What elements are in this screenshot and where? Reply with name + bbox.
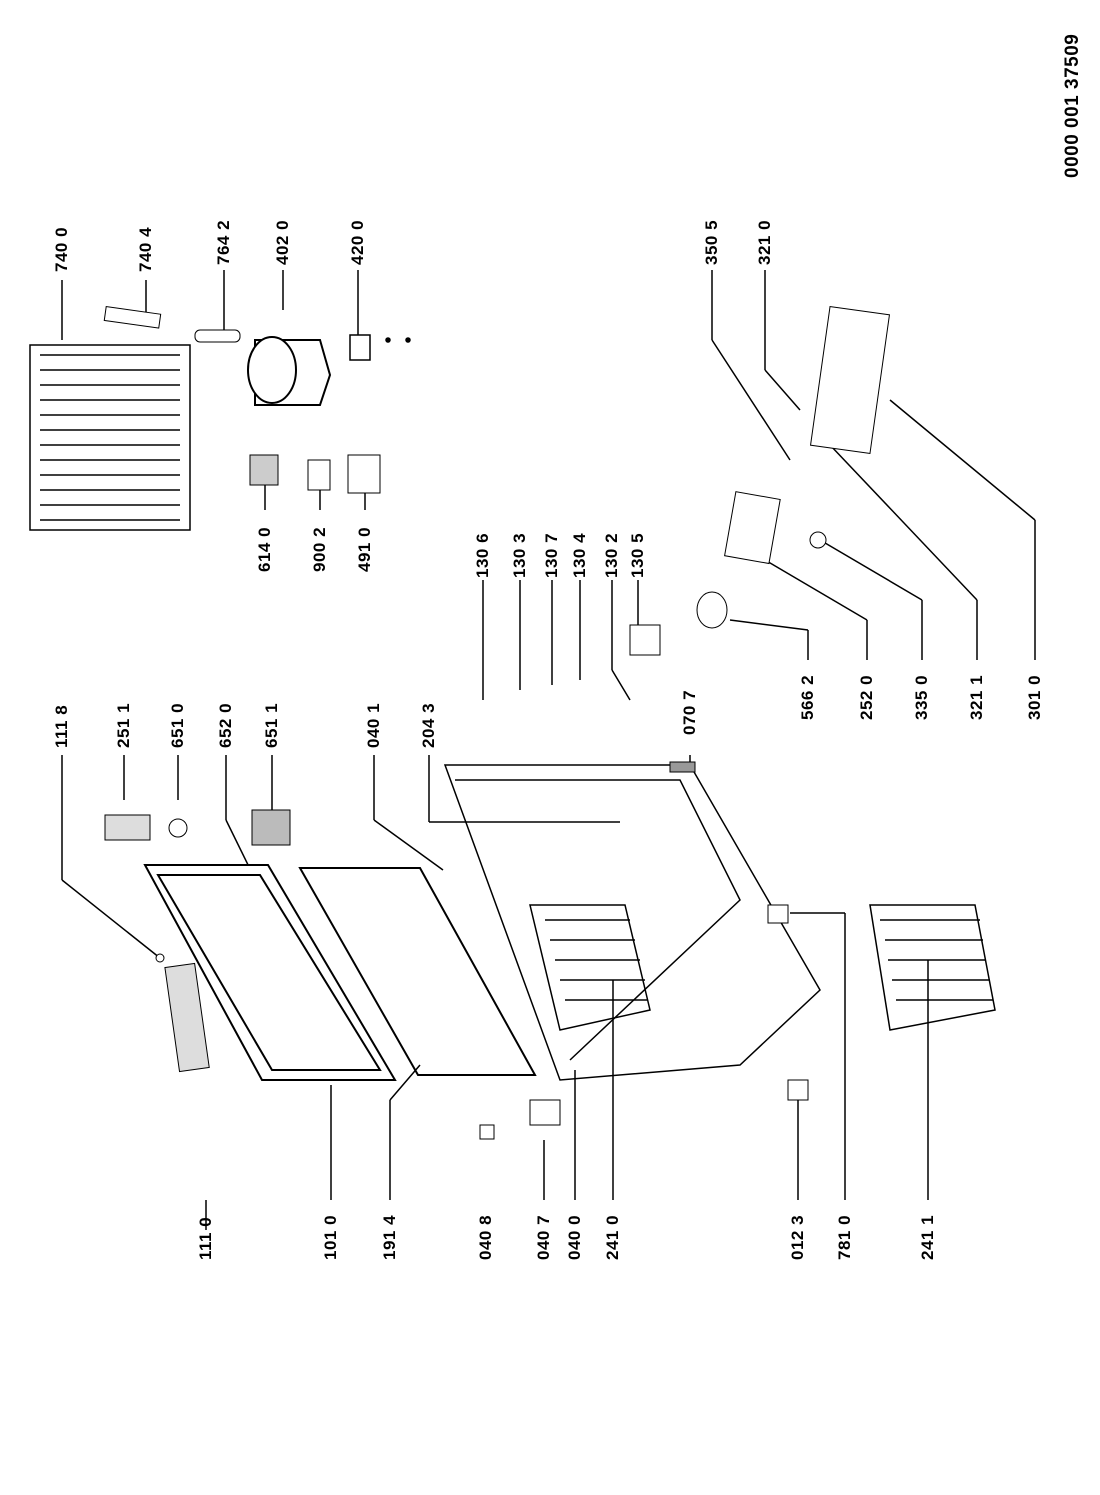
part-label-9002: 900 2 bbox=[310, 526, 329, 572]
document-number: 0000 001 37509 bbox=[1062, 33, 1083, 178]
part-label-2410: 241 0 bbox=[603, 1214, 622, 1260]
start-relay bbox=[249, 454, 279, 486]
part-label-1303: 130 3 bbox=[510, 532, 529, 578]
part-label-7400: 740 0 bbox=[52, 226, 71, 272]
part-label-4910: 491 0 bbox=[355, 526, 374, 572]
part-label-6140: 614 0 bbox=[255, 526, 274, 572]
leader-2520b bbox=[764, 559, 868, 621]
part-label-1304: 130 4 bbox=[570, 532, 589, 578]
part-label-0707: 070 7 bbox=[680, 689, 699, 735]
lid-plug bbox=[155, 953, 165, 963]
leader-3505b bbox=[711, 339, 791, 461]
hinge-clip bbox=[479, 1124, 495, 1140]
coil-bracket bbox=[103, 306, 162, 329]
thermostat-spring bbox=[696, 591, 728, 629]
part-label-3010: 301 0 bbox=[1025, 674, 1044, 720]
part-label-1118: 111 8 bbox=[52, 704, 71, 748]
part-label-0407: 040 7 bbox=[534, 1214, 553, 1260]
leader-0401b bbox=[373, 819, 444, 871]
part-label-3350: 335 0 bbox=[912, 674, 931, 720]
part-label-3210: 321 0 bbox=[755, 219, 774, 265]
cabinet bbox=[443, 764, 821, 1081]
part-label-2043: 204 3 bbox=[419, 702, 438, 748]
part-label-0400: 040 0 bbox=[565, 1214, 584, 1260]
lamp-cover bbox=[251, 809, 291, 846]
hinge-part bbox=[529, 1099, 561, 1126]
vent-grille bbox=[669, 761, 696, 773]
control-panel bbox=[809, 305, 891, 455]
part-label-7810: 781 0 bbox=[835, 1214, 854, 1260]
leader-3210b bbox=[764, 369, 801, 411]
part-label-2511: 251 1 bbox=[114, 702, 133, 748]
overload-protector bbox=[307, 459, 331, 491]
leader-3350b bbox=[819, 539, 923, 601]
part-label-4020: 402 0 bbox=[273, 219, 292, 265]
part-label-2520: 252 0 bbox=[857, 674, 876, 720]
part-label-1914: 191 4 bbox=[380, 1214, 399, 1260]
foot-bracket bbox=[787, 1079, 809, 1101]
part-label-0408: 040 8 bbox=[476, 1214, 495, 1260]
part-label-6510: 651 0 bbox=[168, 702, 187, 748]
lid-handle bbox=[164, 962, 210, 1073]
leader-3211b bbox=[829, 444, 978, 601]
freezer-lid bbox=[143, 864, 397, 1081]
part-label-3505: 350 5 bbox=[702, 219, 721, 265]
part-label-1010: 101 0 bbox=[321, 1214, 340, 1260]
part-label-0401: 040 1 bbox=[364, 702, 383, 748]
part-label-1110: 111 0 bbox=[196, 1216, 215, 1260]
part-label-7404: 740 4 bbox=[136, 226, 155, 272]
lamp-bulb bbox=[168, 818, 188, 838]
basket-lower bbox=[869, 904, 996, 1031]
part-label-6520: 652 0 bbox=[216, 702, 235, 748]
leader-5662b bbox=[729, 619, 809, 631]
part-label-6511: 651 1 bbox=[262, 702, 281, 748]
part-label-1305: 130 5 bbox=[628, 532, 647, 578]
lamp-housing bbox=[104, 814, 151, 841]
filter-drier bbox=[194, 329, 241, 343]
thermostat-knob bbox=[809, 531, 827, 549]
capacitor bbox=[349, 334, 411, 361]
part-label-1306: 130 6 bbox=[473, 532, 492, 578]
part-label-2411: 241 1 bbox=[918, 1214, 937, 1260]
compressor bbox=[247, 336, 332, 406]
thermostat bbox=[724, 491, 781, 565]
leader-1118b bbox=[61, 879, 161, 959]
basket-upper bbox=[529, 904, 651, 1031]
light-switch bbox=[629, 624, 661, 656]
part-label-1307: 130 7 bbox=[542, 532, 561, 578]
part-label-1302: 130 2 bbox=[602, 532, 621, 578]
part-label-0123: 012 3 bbox=[788, 1214, 807, 1260]
part-label-3211: 321 1 bbox=[967, 674, 986, 720]
leader-3010b bbox=[889, 399, 1036, 521]
condenser-coil bbox=[29, 344, 191, 531]
part-label-4200: 420 0 bbox=[348, 219, 367, 265]
leader-1302b bbox=[611, 669, 631, 701]
lid-gasket bbox=[298, 867, 537, 1076]
part-label-7642: 764 2 bbox=[214, 219, 233, 265]
relay-cover bbox=[347, 454, 381, 494]
drain-plug bbox=[767, 904, 789, 924]
part-label-5662: 566 2 bbox=[798, 674, 817, 720]
